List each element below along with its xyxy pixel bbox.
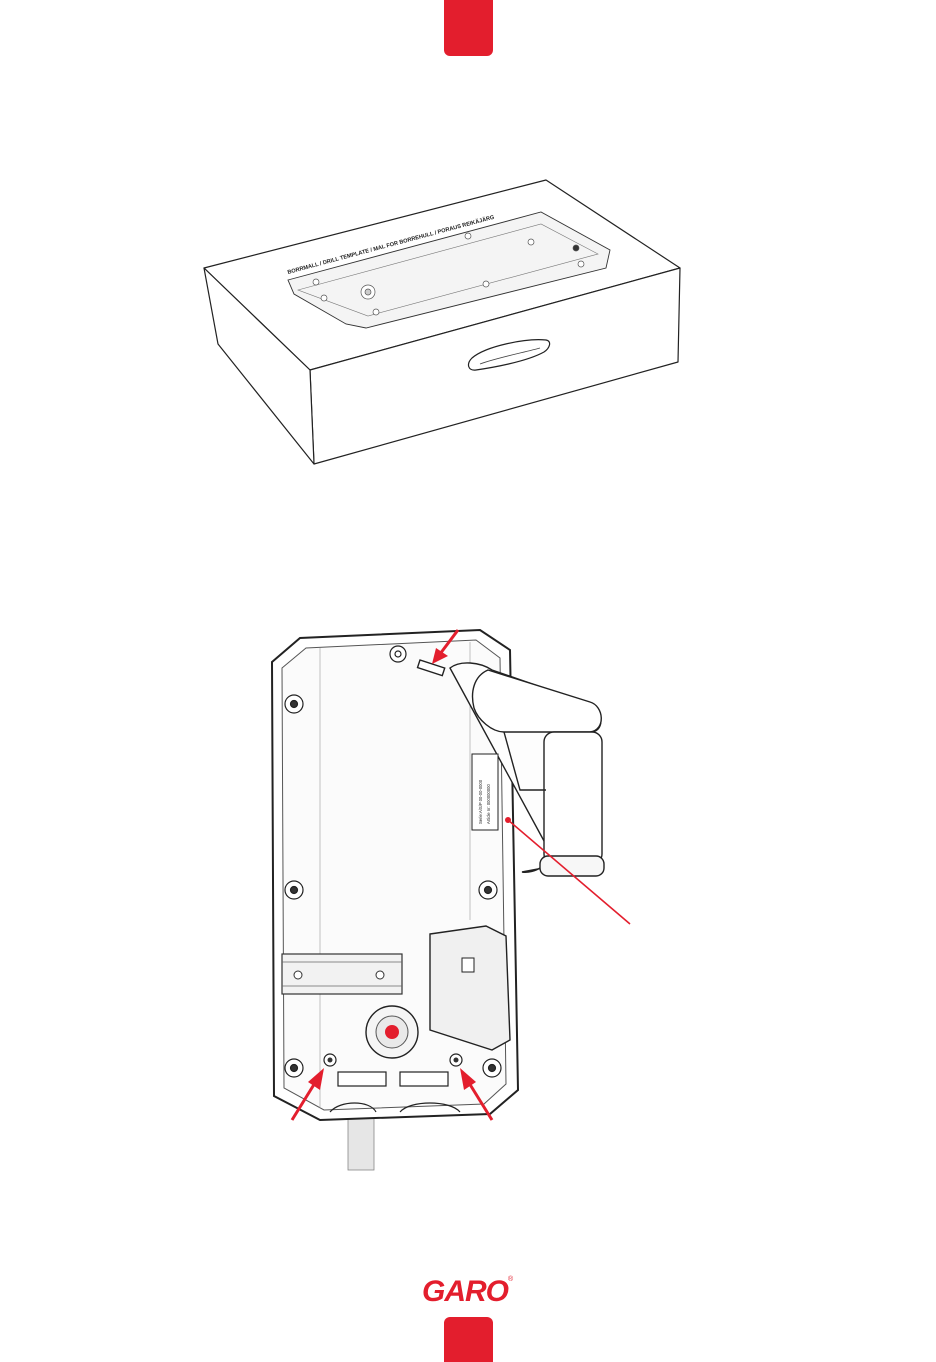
wallbox-mounting-illustration: Serie:A/S/P 00-00-0000 Article nr: 00000…	[260, 620, 640, 1180]
box-drill-template-illustration: BORRMALL / DRILL TEMPLATE / MAL FOR BORR…	[196, 176, 696, 466]
garo-logo: GARO ®	[420, 1272, 516, 1308]
label-sticker-line1: Serie:A/S/P 00-00-0000	[478, 779, 483, 824]
svg-text:®: ®	[508, 1275, 514, 1283]
red-page-tab-bottom	[444, 1317, 493, 1362]
red-page-tab-top	[444, 0, 493, 56]
svg-text:GARO: GARO	[422, 1275, 509, 1308]
label-sticker-line2: Article nr: 000000000	[486, 784, 491, 824]
